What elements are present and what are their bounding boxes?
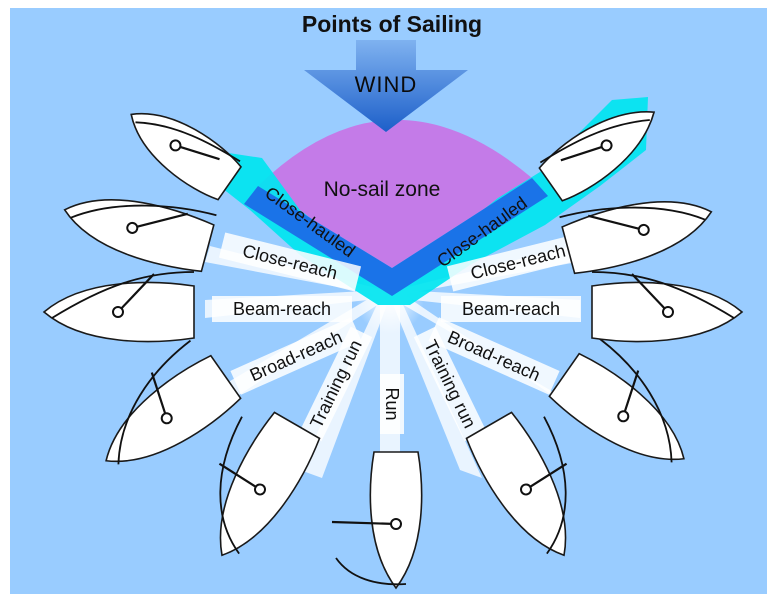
svg-text:Beam-reach: Beam-reach <box>233 299 331 319</box>
boat-left-broad-reach <box>105 339 242 465</box>
boat-right-broad-reach <box>548 337 685 463</box>
boat-right-training-run <box>465 411 568 557</box>
label-right-beam-reach: Beam-reach <box>441 296 581 322</box>
no-sail-zone-label: No-sail zone <box>324 178 441 201</box>
label-left-beam-reach: Beam-reach <box>212 296 352 322</box>
svg-text:Run: Run <box>382 387 402 420</box>
boat-left-beam-reach <box>42 271 195 343</box>
no-sail-zone <box>258 119 532 268</box>
wind-label: WIND <box>355 72 418 97</box>
boat-right-beam-reach <box>591 271 744 343</box>
page-title: Points of Sailing <box>302 11 482 37</box>
boat-right-close-reach <box>559 201 713 275</box>
boat-run <box>331 451 423 590</box>
wind-arrow: WIND <box>304 40 468 132</box>
boat-left-close-reach <box>63 199 217 273</box>
svg-text:Beam-reach: Beam-reach <box>462 299 560 319</box>
boat-left-close-hauled <box>130 112 242 201</box>
boat-right-close-hauled <box>538 111 656 202</box>
boat-left-training-run <box>218 411 321 557</box>
label-run: Run <box>380 374 404 434</box>
close-hauled-band <box>244 178 548 296</box>
